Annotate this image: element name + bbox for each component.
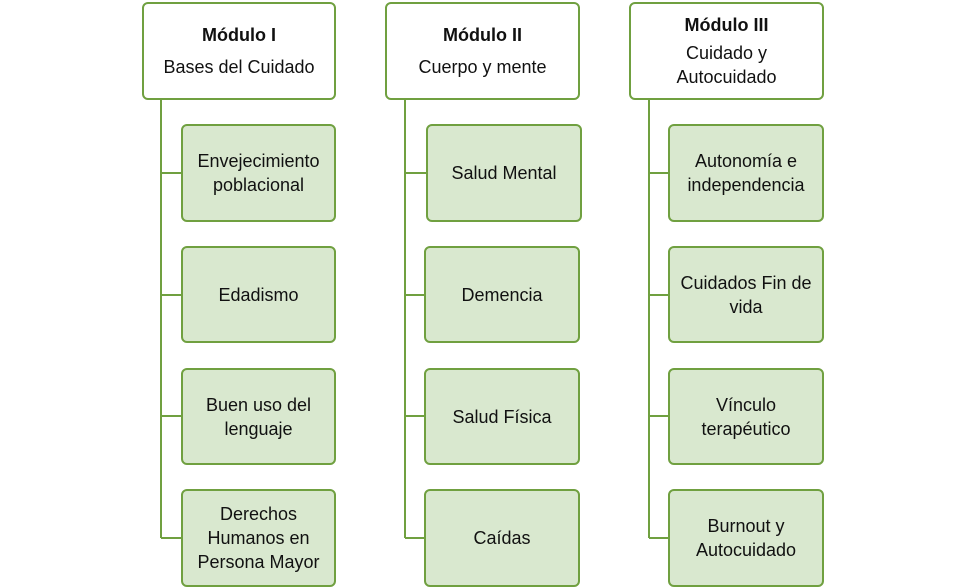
module-1-item-2-label: Edadismo bbox=[218, 284, 299, 305]
module-2-item-4-label: Caídas bbox=[473, 528, 531, 548]
module-1-subtitle: Bases del Cuidado bbox=[163, 57, 315, 77]
module-2-item-3-label: Salud Física bbox=[452, 406, 552, 427]
module-2-item-1: Salud Mental bbox=[426, 124, 582, 222]
module-2-item-2: Demencia bbox=[424, 246, 580, 343]
module-3-item-3: Vínculo terapéutico bbox=[668, 368, 824, 465]
module-1-title: Módulo I bbox=[202, 25, 276, 45]
module-2-item-2-label: Demencia bbox=[461, 284, 543, 305]
module-2-item-4: Caídas bbox=[424, 489, 580, 587]
module-2-item-1-label: Salud Mental bbox=[451, 163, 557, 183]
module-2-item-3: Salud Física bbox=[424, 368, 580, 465]
module-3-item-4-label: Burnout y Autocuidado bbox=[695, 516, 797, 560]
module-2-header: Módulo II Cuerpo y mente bbox=[385, 2, 580, 100]
module-3-subtitle: Cuidado y Autocuidado bbox=[676, 43, 777, 87]
module-1-item-3: Buen uso del lenguaje bbox=[181, 368, 336, 465]
module-1-item-3-label: Buen uso del lenguaje bbox=[205, 394, 312, 439]
module-1-item-1: Envejecimiento poblacional bbox=[181, 124, 336, 222]
module-1-item-4-label: Derechos Humanos en Persona Mayor bbox=[197, 504, 320, 572]
module-1-item-2: Edadismo bbox=[181, 246, 336, 343]
module-1-header: Módulo I Bases del Cuidado bbox=[142, 2, 336, 100]
module-3-title: Módulo III bbox=[684, 15, 769, 35]
module-3-item-4: Burnout y Autocuidado bbox=[668, 489, 824, 587]
module-1-item-4: Derechos Humanos en Persona Mayor bbox=[181, 489, 336, 587]
module-3-item-2-label: Cuidados Fin de vida bbox=[680, 272, 812, 317]
module-3-header: Módulo III Cuidado y Autocuidado bbox=[629, 2, 824, 100]
module-2-title: Módulo II bbox=[443, 25, 522, 45]
module-3-item-1: Autonomía e independencia bbox=[668, 124, 824, 222]
module-1-item-1-label: Envejecimiento poblacional bbox=[197, 151, 320, 195]
module-3-item-2: Cuidados Fin de vida bbox=[668, 246, 824, 343]
module-2-subtitle: Cuerpo y mente bbox=[418, 57, 547, 77]
module-3-item-1-label: Autonomía e independencia bbox=[687, 151, 805, 195]
module-3-item-3-label: Vínculo terapéutico bbox=[701, 394, 791, 439]
